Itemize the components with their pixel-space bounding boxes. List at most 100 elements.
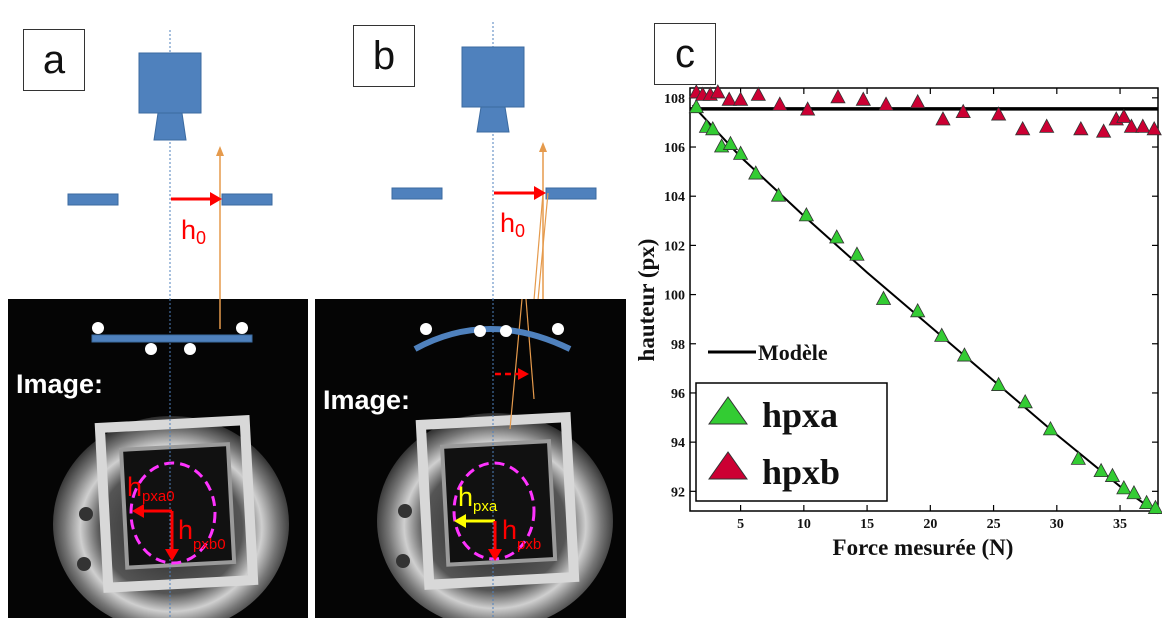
legend-box — [695, 382, 888, 502]
panel-b-image-label: Image: — [323, 385, 411, 415]
chart-plot-frame — [689, 87, 1159, 512]
hpxa-marker — [910, 302, 926, 318]
hpxa-marker — [1138, 494, 1155, 510]
panel-b-ray-photo — [509, 299, 523, 430]
panel-a-plate — [91, 334, 253, 343]
chart-xlabel: Force mesurée (N) — [833, 535, 1014, 560]
panel-b-ball — [500, 325, 512, 337]
panel-a-ball — [184, 343, 196, 355]
hpxa-marker — [748, 165, 764, 180]
hpxb-marker — [710, 84, 726, 99]
y-tick-label: 96 — [671, 387, 685, 402]
hpxa-marker — [1104, 467, 1121, 482]
hpxa-marker — [1042, 420, 1059, 436]
panel-b-shift-arrowhead — [518, 368, 529, 380]
panel-b-hole — [396, 554, 410, 568]
panel-b-ray-photo2 — [525, 299, 535, 400]
y-tick-label: 102 — [664, 239, 685, 254]
panel-b-ray-bent — [533, 192, 544, 300]
hpxa-marker — [990, 376, 1007, 391]
x-tick-label: 5 — [737, 517, 744, 532]
hpxa-marker — [956, 347, 973, 362]
panel-a-photo-art: hpxa0 hpxb0 — [53, 299, 289, 618]
panel-a-dashed-circle — [129, 461, 217, 565]
hpxb-marker — [855, 91, 871, 106]
panel-a-image-label: Image: — [16, 369, 104, 399]
hpxb-marker — [750, 86, 766, 101]
panel-b-ray-bent2 — [537, 192, 549, 300]
hpxa-marker — [1070, 450, 1086, 465]
hpxb-marker — [1135, 118, 1151, 133]
panel-b-ray-arrowhead — [539, 142, 547, 152]
x-tick-label: 35 — [1113, 517, 1127, 532]
panel-b-ball — [420, 323, 432, 335]
panel-b-slit-left — [391, 187, 443, 200]
panel-a-frame-outer — [94, 415, 259, 593]
hpxa-marker — [849, 246, 865, 261]
hpxb-marker — [910, 93, 926, 109]
y-tick-label: 98 — [671, 338, 685, 353]
hpxa-marker — [829, 229, 845, 244]
panel-b-h0-label: h0 — [500, 208, 525, 241]
y-tick-label: 106 — [664, 141, 685, 156]
panel-a-slit-left — [67, 193, 119, 206]
legend-hpxa-marker — [708, 396, 748, 425]
hpxb-marker — [1116, 108, 1132, 123]
hpxa-marker — [732, 145, 749, 160]
panel-a-ray-arrowhead — [216, 146, 224, 156]
panel-b-h0-arrowhead — [534, 186, 546, 200]
legend-hpxb-marker — [708, 451, 748, 480]
panel-b-camera-body — [461, 46, 525, 108]
hpxa-marker — [1116, 480, 1132, 495]
hpxb-marker — [955, 103, 971, 118]
panel-a-photo: hpxa0 hpxb0 Image: — [8, 299, 308, 618]
chart-ylabel: hauteur (px) — [634, 239, 659, 362]
panel-a-h0-arrowhead — [210, 192, 222, 206]
panel-c-letter: c — [675, 31, 695, 76]
panel-b-photo-art: hpxa hpxb — [377, 299, 613, 618]
hpxa-marker — [1147, 499, 1162, 514]
panel-b-letter: b — [372, 33, 396, 78]
hpxb-marker — [1123, 118, 1140, 133]
panel-b-frame-inner — [439, 439, 558, 567]
legend-model-label: Modèle — [758, 340, 828, 365]
panel-b-hpxa-arrowhead — [454, 514, 466, 528]
hpxb-marker — [1095, 123, 1112, 138]
panel-b-schematic: h0 — [391, 22, 597, 300]
hpxa-marker — [722, 135, 739, 150]
y-tick-label: 92 — [671, 485, 685, 500]
hpxb-marker — [878, 96, 894, 111]
panel-a-camera-lens — [153, 112, 187, 141]
hpxa-marker — [1126, 484, 1142, 500]
panel-b-ball — [552, 323, 564, 335]
x-tick-label: 10 — [797, 517, 811, 532]
panel-a-letter: a — [42, 37, 66, 82]
hpxb-marker — [1073, 120, 1089, 136]
panel-a-h0-label: h0 — [181, 215, 206, 248]
panel-a-ball — [236, 322, 248, 334]
y-tick-label: 108 — [664, 92, 685, 107]
panel-b-hole — [398, 504, 412, 518]
panel-a-frame-inner — [118, 442, 237, 570]
panel-b-hpxb-arrowhead — [488, 549, 502, 561]
hpxb-marker — [1014, 120, 1031, 136]
hpxb-marker — [772, 96, 788, 111]
y-tick-label: 104 — [664, 190, 685, 205]
panel-a-schematic: h0 — [67, 30, 273, 300]
panel-c-label: c — [654, 23, 716, 85]
hpxa-marker — [875, 290, 892, 305]
panel-b-slit-right — [545, 187, 597, 200]
hpxb-marker — [990, 106, 1007, 121]
panel-a-hole — [77, 557, 91, 571]
panel-b-camera-lens — [476, 106, 510, 133]
chart-markers — [688, 84, 1162, 514]
panel-a-ball — [92, 322, 104, 334]
panel-a-label: a — [23, 29, 85, 91]
x-tick-label: 25 — [987, 517, 1001, 532]
panel-a-ball — [145, 343, 157, 355]
hpxb-marker — [1146, 120, 1162, 136]
hpxb-marker — [732, 91, 749, 106]
panel-a-hpxb-arrowhead — [165, 549, 179, 561]
hpxb-marker — [830, 88, 846, 104]
